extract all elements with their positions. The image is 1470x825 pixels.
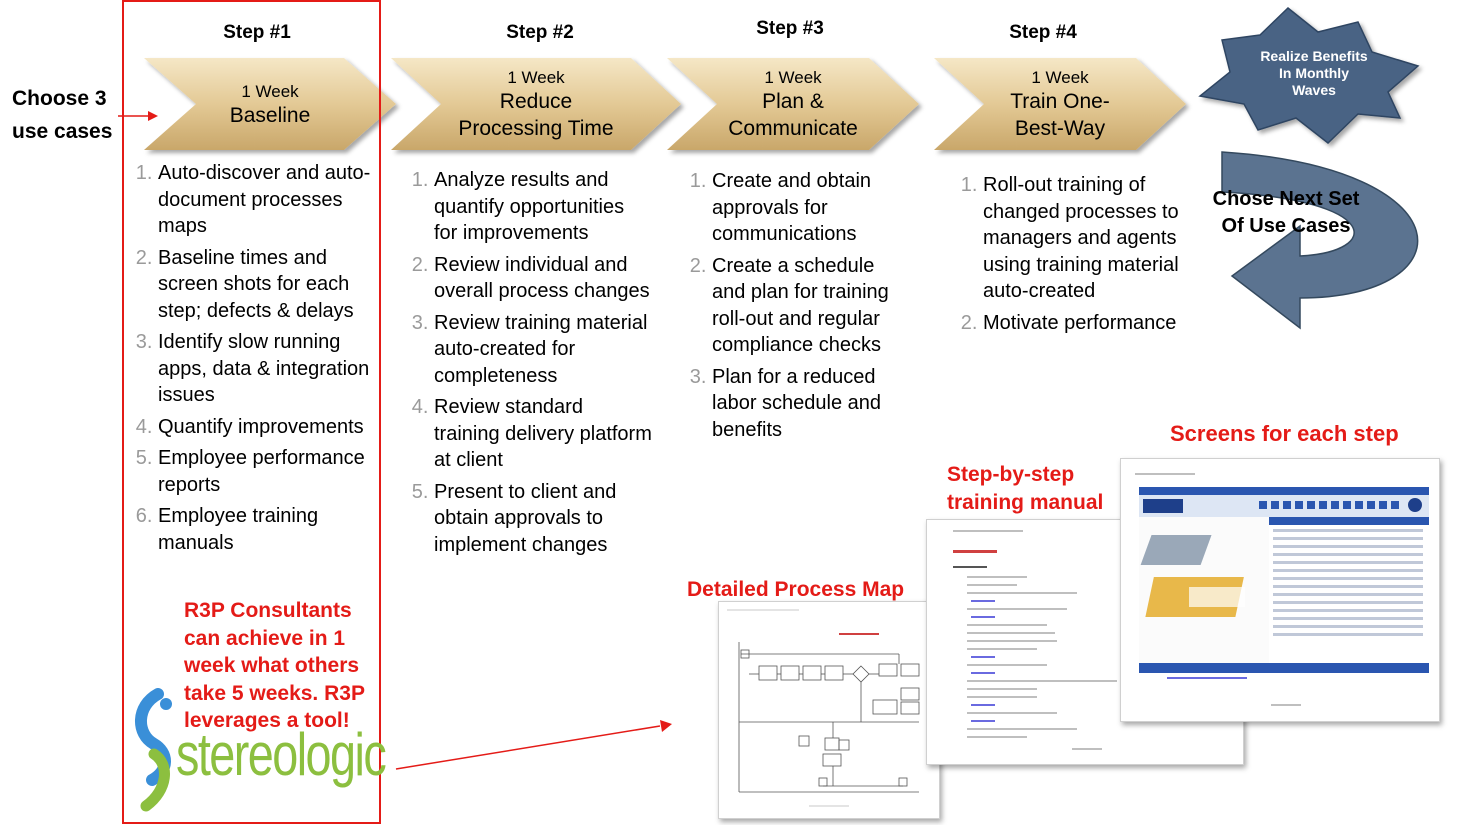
list-item: Baseline times and screen shots for each… <box>158 245 380 325</box>
realize-benefits-label: Realize Benefits In Monthly Waves <box>1260 48 1368 98</box>
list-item: Present to client and obtain approvals t… <box>434 479 652 559</box>
chevron-3-text: 1 Week Plan & Communicate <box>712 68 874 142</box>
list-item: Identify slow running apps, data & integ… <box>158 329 380 409</box>
chevron-step-4 <box>934 58 1186 150</box>
u-turn-arrow <box>1221 151 1419 330</box>
step-3-list: Create and obtain approvals for communic… <box>682 168 912 448</box>
step-2-title: Step #2 <box>506 22 574 43</box>
screens-label: Screens for each step <box>1170 421 1399 446</box>
chevron-1-text: 1 Week Baseline <box>196 82 344 129</box>
stereologic-logo-mark <box>135 688 172 812</box>
list-item: Motivate performance <box>983 310 1183 337</box>
chevron-2-duration: 1 Week <box>507 68 565 87</box>
training-manual-label: Step-by-step training manual <box>947 463 1104 514</box>
chevron-step-3 <box>667 58 919 150</box>
chevron-4-duration: 1 Week <box>1031 68 1089 87</box>
list-item: Create and obtain approvals for communic… <box>712 168 912 248</box>
chevron-3-duration: 1 Week <box>764 68 822 87</box>
realize-star <box>1198 7 1420 144</box>
list-item: Plan for a reduced labor schedule and be… <box>712 364 912 444</box>
chevron-2-name: Reduce Processing Time <box>458 90 614 140</box>
screens-thumbnail <box>1120 458 1440 722</box>
choose-use-cases-label: Choose 3 use cases <box>12 87 113 143</box>
r3p-statement: R3P Consultants can achieve in 1 week wh… <box>184 599 365 732</box>
step-1-title: Step #1 <box>223 22 291 43</box>
list-item: Roll-out training of changed processes t… <box>983 172 1183 305</box>
list-item: Employee performance reports <box>158 445 380 498</box>
chevron-4-text: 1 Week Train One- Best-Way <box>979 68 1141 142</box>
list-item: Auto-discover and auto-document processe… <box>158 160 380 240</box>
process-map-drawing <box>727 609 920 807</box>
step-2-list: Analyze results and quantify opportuniti… <box>404 167 652 563</box>
list-item: Review training material auto-created fo… <box>434 310 652 390</box>
chevron-step-1 <box>144 58 396 150</box>
step-3-title: Step #3 <box>756 18 824 39</box>
chevron-1-name: Baseline <box>229 104 311 127</box>
step-4-list: Roll-out training of changed processes t… <box>953 172 1183 341</box>
chevron-3-name: Plan & Communicate <box>728 90 858 140</box>
list-item: Review standard training delivery platfo… <box>434 394 652 474</box>
chevron-2-text: 1 Week Reduce Processing Time <box>436 68 636 142</box>
chevron-step-2 <box>391 58 681 150</box>
chevron-4-name: Train One- Best-Way <box>1010 90 1110 140</box>
next-set-label: Chose Next Set Of Use Cases <box>1212 188 1360 237</box>
process-map-thumbnail <box>718 601 940 819</box>
step-1-highlight-box <box>122 0 381 824</box>
chevron-1-duration: 1 Week <box>241 82 299 101</box>
list-item: Quantify improvements <box>158 414 380 441</box>
stereologic-logo-text: stereologic <box>176 721 387 788</box>
list-item: Analyze results and quantify opportuniti… <box>434 167 652 247</box>
screenshot-image <box>1139 487 1429 673</box>
process-map-label: Detailed Process Map <box>687 578 905 601</box>
list-item: Employee training manuals <box>158 503 380 556</box>
list-item: Create a schedule and plan for training … <box>712 253 912 359</box>
list-item: Review individual and overall process ch… <box>434 252 652 305</box>
step-4-title: Step #4 <box>1009 22 1077 43</box>
step-1-list: Auto-discover and auto-document processe… <box>128 160 380 561</box>
